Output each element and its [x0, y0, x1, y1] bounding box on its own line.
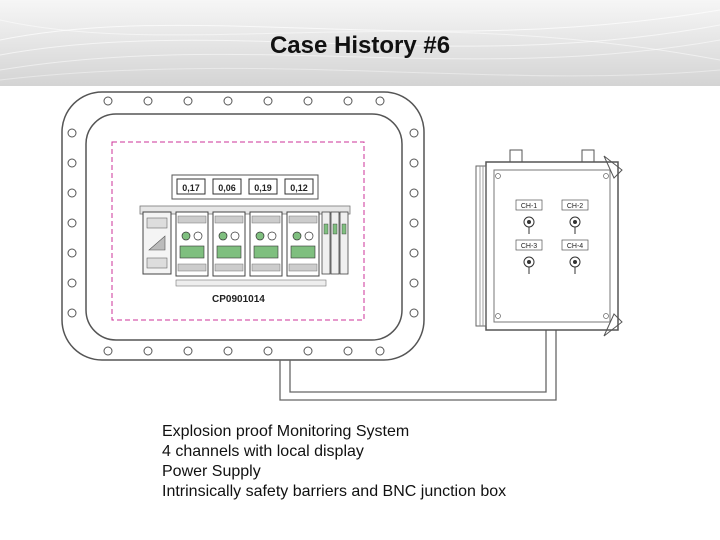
bolt-icon [67, 278, 77, 288]
caption-line-2: 4 channels with local display [162, 443, 364, 460]
bnc-channel-label-2: CH-2 [567, 203, 583, 210]
bolt-icon [409, 248, 419, 258]
bolt-icon [67, 248, 77, 258]
safety-barriers [321, 211, 349, 275]
bolt-icon [67, 128, 77, 138]
display-value-1: 0,06 [218, 183, 236, 193]
cable-conduit [279, 330, 557, 401]
enclosure-label: CP0901014 [212, 294, 265, 305]
bnc-channel-label-4: CH-4 [567, 243, 583, 250]
module-1 [212, 211, 246, 277]
bolt-icon [67, 308, 77, 318]
caption-line-1: Explosion proof Monitoring System [162, 423, 410, 440]
bolt-icon [143, 96, 153, 106]
bolt-icon [183, 346, 193, 356]
bolt-icon [143, 346, 153, 356]
display-2: 0,19 [248, 178, 278, 195]
display-3: 0,12 [284, 178, 314, 195]
power-supply [142, 211, 172, 275]
bolt-icon [409, 188, 419, 198]
display-1: 0,06 [212, 178, 242, 195]
bnc-channel-3: CH-3 [515, 239, 543, 274]
bolt-icon [409, 278, 419, 288]
bolt-icon [263, 346, 273, 356]
terminal-strip [175, 279, 327, 287]
bnc-channel-2: CH-2 [561, 199, 589, 234]
module-2 [249, 211, 283, 277]
bolt-icon [223, 346, 233, 356]
bolt-icon [67, 218, 77, 228]
slide-title: Case History #6 [269, 32, 451, 59]
slide-header: Case History #6 [0, 0, 720, 86]
display-value-0: 0,17 [182, 183, 200, 193]
bnc-channel-4: CH-4 [561, 239, 589, 274]
bolt-icon [223, 96, 233, 106]
mounting-plate [111, 141, 365, 321]
bolt-icon [343, 96, 353, 106]
display-value-3: 0,12 [290, 183, 308, 193]
bnc-channel-1: CH-1 [515, 199, 543, 234]
junction-box [475, 149, 623, 337]
enclosure-inner-wall [85, 113, 403, 341]
bolt-icon [409, 218, 419, 228]
caption-line-4: Intrinsically safety barriers and BNC ju… [162, 483, 507, 500]
enclosure-flange [61, 91, 425, 361]
bolt-icon [303, 96, 313, 106]
bolt-icon [343, 346, 353, 356]
enclosure-bolts [67, 96, 419, 356]
display-0: 0,17 [176, 178, 206, 195]
caption-line-3: Power Supply [162, 463, 261, 480]
caption: Explosion proof Monitoring System 4 chan… [162, 422, 506, 502]
header-swirl-decoration [0, 9, 720, 81]
bnc-channel-label-3: CH-3 [521, 243, 537, 250]
bolt-icon [375, 96, 385, 106]
bolt-icon [67, 188, 77, 198]
bolt-icon [103, 96, 113, 106]
bolt-icon [103, 346, 113, 356]
cable-conduit-inner [289, 330, 547, 393]
display-value-2: 0,19 [254, 183, 272, 193]
bolt-icon [67, 158, 77, 168]
bolt-icon [183, 96, 193, 106]
module-3 [286, 211, 320, 277]
bolt-icon [303, 346, 313, 356]
bnc-channel-label-1: CH-1 [521, 203, 537, 210]
bolt-icon [409, 158, 419, 168]
bolt-icon [375, 346, 385, 356]
module-0 [175, 211, 209, 277]
bolt-icon [409, 128, 419, 138]
bolt-icon [263, 96, 273, 106]
bolt-icon [409, 308, 419, 318]
